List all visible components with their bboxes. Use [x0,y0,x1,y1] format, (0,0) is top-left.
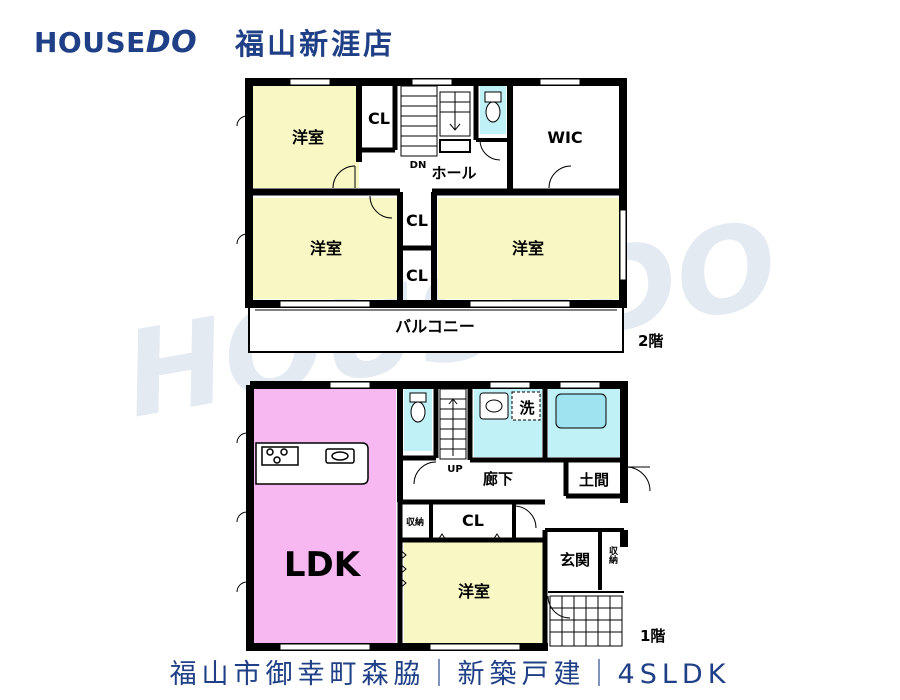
floor1-label: 1階 [640,627,665,645]
floor-2: 洋室 CL WIC DN ホール CL CL 洋室 洋室 バルコニー 2階 [236,78,663,353]
floor2-label: 2階 [638,332,663,350]
label-stair-dn: DN [410,160,427,171]
label-stair-up: UP [447,464,462,475]
label-hall: ホール [431,164,476,182]
stairs-2f [400,85,471,157]
label-closet-1f: CL [462,511,484,530]
label-western-1f: 洋室 [458,582,490,601]
porch-grid [549,595,623,647]
label-western-nw: 洋室 [292,128,324,147]
label-western-sw: 洋室 [310,239,342,258]
brand-accent: DO [145,24,198,60]
label-wic: WIC [547,128,582,147]
label-earth-floor: 土間 [579,471,609,489]
balcony [248,305,624,353]
shop-name: 福山新涯店 [235,27,396,61]
floor-1: LDK UP 洗 廊下 土間 収納 CL 洋室 玄関 収納 1階 [236,381,665,651]
label-balcony: バルコニー [395,317,475,336]
brand-main: HOUSE [34,25,146,59]
stairs-1f [439,388,467,460]
room-western-se [438,198,619,299]
label-entrance: 玄関 [560,551,590,569]
label-storage-small: 収納 [406,516,424,528]
label-western-se: 洋室 [512,239,544,258]
label-closet-n: CL [368,109,390,128]
brand-logo: HOUSEDO [34,25,197,60]
label-closet-mid-top: CL [406,211,428,230]
header: HOUSEDO 福山新涯店 [34,22,395,62]
label-closet-mid-bottom: CL [406,266,428,285]
label-laundry: 洗 [519,399,534,417]
kitchen-counter [255,442,369,485]
label-ldk: LDK [284,545,362,585]
label-storage-entrance: 収納 [607,545,618,565]
room-ldk [254,389,396,643]
room-western-sw [253,198,397,299]
label-corridor: 廊下 [483,470,513,488]
room-western-1f [404,540,545,643]
footer-caption: 福山市御幸町森脇｜新築戸建｜4SLDK [169,659,731,690]
